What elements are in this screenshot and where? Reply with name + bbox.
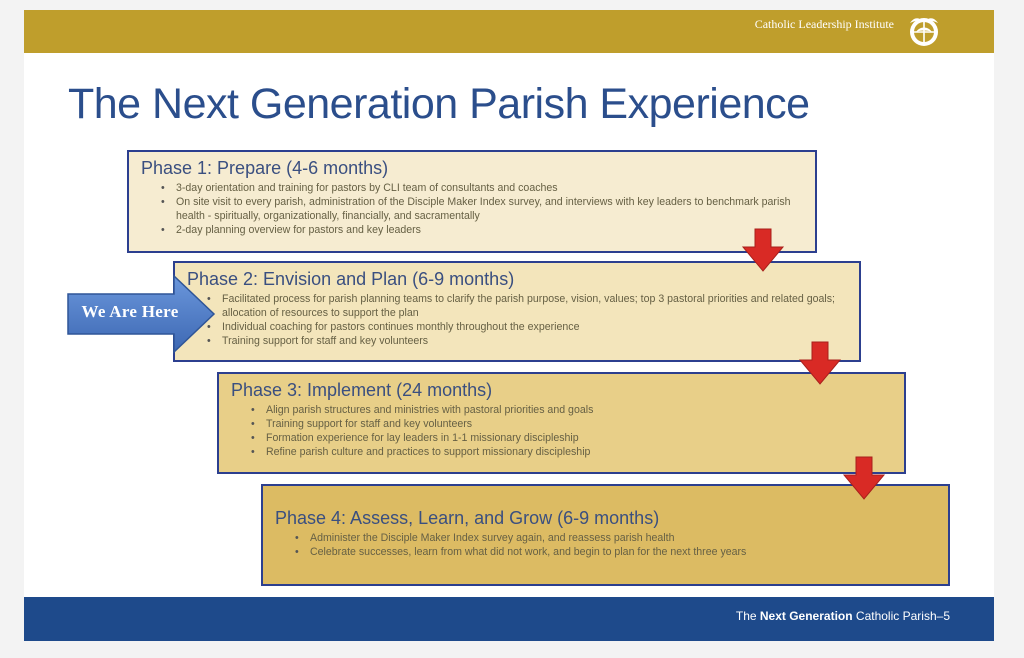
footer-prefix: The [735,609,760,623]
footer-suffix: Catholic Parish [852,609,937,623]
phase-title: Phase 3: Implement (24 months) [231,380,493,400]
dove-globe-logo-icon [910,18,938,46]
header-bar: Catholic Leadership Institute [24,10,994,53]
list-item: Align parish structures and ministries w… [251,403,892,417]
slide: Catholic Leadership Institute The Next G… [24,10,994,641]
list-item: 3-day orientation and training for pasto… [161,181,803,195]
slide-title: The Next Generation Parish Experience [68,80,810,128]
phase-title: Phase 1: Prepare (4-6 months) [141,158,389,178]
down-arrow-icon [798,341,842,385]
phase-1-box: Phase 1: Prepare (4-6 months) 3-day orie… [127,150,817,253]
footer-text: The Next Generation Catholic Parish–5 [736,609,950,623]
we-are-here-label: We Are Here [81,302,179,321]
list-item: Celebrate successes, learn from what did… [295,545,936,559]
list-item: Training support for staff and key volun… [251,417,892,431]
phase-3-box: Phase 3: Implement (24 months) Align par… [217,372,906,474]
down-arrow-icon [842,456,886,500]
arrow-right-icon [67,274,216,354]
list-item: On site visit to every parish, administr… [161,195,803,223]
phase-bullet-list: Align parish structures and ministries w… [231,403,892,459]
list-item: Administer the Disciple Maker Index surv… [295,531,936,545]
phase-2-box: Phase 2: Envision and Plan (6-9 months) … [173,261,861,362]
phase-4-box: Phase 4: Assess, Learn, and Grow (6-9 mo… [261,484,950,586]
phase-bullet-list: Administer the Disciple Maker Index surv… [275,531,936,559]
footer-sep: – [936,609,944,623]
list-item: Training support for staff and key volun… [207,334,847,348]
phase-bullet-list: 3-day orientation and training for pasto… [141,181,803,237]
down-arrow-icon [741,228,785,272]
list-item: 2-day planning overview for pastors and … [161,223,803,237]
page-number: 5 [943,609,950,623]
list-item: Refine parish culture and practices to s… [251,445,892,459]
org-name: Catholic Leadership Institute [754,17,894,31]
phase-bullet-list: Facilitated process for parish planning … [187,292,847,348]
list-item: Individual coaching for pastors continue… [207,320,847,334]
list-item: Facilitated process for parish planning … [207,292,847,320]
phase-title: Phase 2: Envision and Plan (6-9 months) [187,269,515,289]
footer-bar: The Next Generation Catholic Parish–5 [24,597,994,641]
phase-title: Phase 4: Assess, Learn, and Grow (6-9 mo… [275,508,660,528]
footer-bold: Next Generation [759,609,853,623]
list-item: Formation experience for lay leaders in … [251,431,892,445]
